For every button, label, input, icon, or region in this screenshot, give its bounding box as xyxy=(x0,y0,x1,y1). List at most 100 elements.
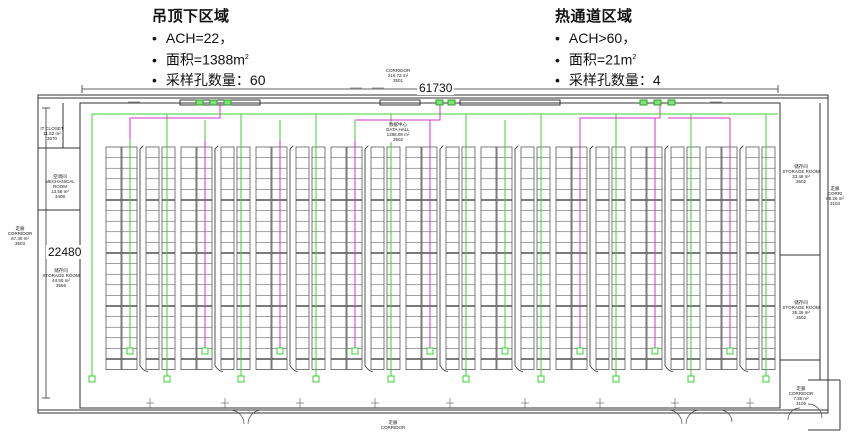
hot-aisle-ach: ACH>60， xyxy=(555,28,661,48)
rack-column xyxy=(555,146,572,370)
rack-column xyxy=(461,146,476,370)
rack-column xyxy=(405,146,422,370)
header-unit xyxy=(639,99,648,106)
rack-column xyxy=(686,146,701,370)
rack-column xyxy=(480,146,497,370)
rack-column xyxy=(520,146,535,370)
hot-aisle-annotation: 热通道区域 ACH>60， 面积=21m2 采样孔数量：4 xyxy=(555,5,661,90)
top-corridor-block-2 xyxy=(379,99,421,106)
rack-column xyxy=(386,146,401,370)
rack-column xyxy=(105,146,122,370)
rack-column xyxy=(670,146,685,370)
header-unit xyxy=(223,99,232,106)
rack-column xyxy=(295,146,310,370)
magenta-run-2 xyxy=(355,102,441,121)
sample-point xyxy=(201,347,209,355)
header-unit xyxy=(447,99,456,106)
door-2 xyxy=(247,409,263,425)
containment-curve xyxy=(739,145,749,373)
rack-column xyxy=(220,146,235,370)
door-5 xyxy=(719,409,733,423)
hot-aisle-sample-count: 采样孔数量：4 xyxy=(555,70,661,90)
sample-point xyxy=(276,347,284,355)
sample-point xyxy=(88,375,96,383)
containment-curve xyxy=(364,145,374,373)
door-1 xyxy=(229,409,245,425)
ceiling-zone-list: ACH=22， 面积=1388m2 采样孔数量：60 xyxy=(152,28,266,90)
ceiling-zone-annotation: 吊顶下区域 ACH=22， 面积=1388m2 采样孔数量：60 xyxy=(152,5,265,90)
height-dimension: 22480 xyxy=(46,245,84,259)
header-unit xyxy=(667,99,676,106)
sample-point xyxy=(426,347,434,355)
containment-curve xyxy=(514,145,524,373)
rack-column xyxy=(536,146,551,370)
rack-column xyxy=(255,146,272,370)
rack-column xyxy=(705,146,722,370)
rack-column xyxy=(611,146,626,370)
sample-point xyxy=(462,375,470,383)
rack-column xyxy=(330,146,347,370)
sample-point xyxy=(576,347,584,355)
ceiling-ach: ACH=22， xyxy=(152,28,265,48)
sample-point xyxy=(762,375,770,383)
ceiling-zone-title: 吊顶下区域 xyxy=(152,8,230,25)
containment-curve xyxy=(289,145,299,373)
header-unit xyxy=(195,99,204,106)
containment-curve xyxy=(664,145,674,373)
rack-column xyxy=(161,146,176,370)
sample-point xyxy=(651,347,659,355)
rack-column xyxy=(595,146,610,370)
sampling-points xyxy=(88,99,770,383)
sample-point xyxy=(501,347,509,355)
sample-point xyxy=(537,375,545,383)
sample-point xyxy=(687,375,695,383)
containment-curve xyxy=(214,145,224,373)
door-6 xyxy=(787,407,801,421)
ceiling-sample-count: 采样孔数量：60 xyxy=(152,70,266,90)
rack-column xyxy=(445,146,460,370)
rack-column xyxy=(145,146,160,370)
rack-column xyxy=(311,146,326,370)
doors xyxy=(229,403,823,425)
top-corridor-block-3 xyxy=(459,99,561,106)
containment-curve xyxy=(589,145,599,373)
header-unit xyxy=(653,99,662,106)
hot-aisle-list: ACH>60， 面积=21m2 采样孔数量：4 xyxy=(555,28,661,90)
header-unit xyxy=(209,99,218,106)
walls xyxy=(37,94,841,431)
sample-point xyxy=(126,347,134,355)
rack-rows xyxy=(105,145,776,373)
sample-point xyxy=(612,375,620,383)
sample-point xyxy=(237,375,245,383)
magenta-run-3 xyxy=(580,102,661,119)
outer-wall xyxy=(37,94,829,414)
door-3 xyxy=(667,409,683,425)
width-dimension: 61730 xyxy=(417,81,455,95)
hot-aisle-title: 热通道区域 xyxy=(555,8,633,25)
rack-column xyxy=(630,146,647,370)
ceiling-area: 面积=1388m2 xyxy=(152,48,265,70)
door-7 xyxy=(807,403,823,419)
sample-point xyxy=(726,347,734,355)
hot-aisle-area: 面积=21m2 xyxy=(555,48,661,70)
magenta-run-1 xyxy=(130,102,221,119)
sample-point xyxy=(351,347,359,355)
door-4 xyxy=(685,409,701,425)
rack-column xyxy=(370,146,385,370)
magenta-piping xyxy=(129,102,731,350)
green-piping xyxy=(91,113,778,378)
containment-curve xyxy=(139,145,149,373)
sample-point xyxy=(163,375,171,383)
